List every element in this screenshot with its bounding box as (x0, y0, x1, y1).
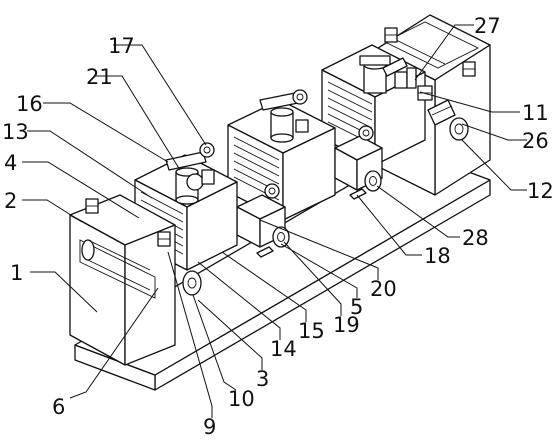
rear-bolt-right (462, 61, 476, 77)
callout-5: 5 (350, 295, 363, 319)
callout-19: 19 (333, 313, 360, 337)
callout-28: 28 (462, 226, 489, 250)
front-bolt-left (85, 198, 99, 214)
foot-18 (349, 188, 367, 200)
hand-wheel-12 (449, 117, 469, 141)
callout-2: 2 (4, 189, 17, 213)
callout-16: 16 (16, 92, 43, 116)
callout-11: 11 (522, 101, 549, 125)
callout-18: 18 (424, 244, 451, 268)
station-1-bracket (201, 169, 215, 185)
foot-5 (256, 246, 274, 258)
callout-14: 14 (270, 337, 297, 361)
callout-20: 20 (370, 277, 397, 301)
roller-box-right (334, 125, 383, 191)
station-2-bracket (295, 119, 309, 133)
callout-12: 12 (527, 179, 554, 203)
hand-wheel-28 (364, 170, 382, 192)
callout-3: 3 (256, 367, 269, 391)
station-2-cylinder (259, 91, 304, 143)
callout-27: 27 (474, 14, 501, 38)
callout-15: 15 (298, 319, 325, 343)
callout-26: 26 (522, 129, 549, 153)
hand-wheel-19 (272, 226, 290, 248)
callout-17: 17 (108, 34, 135, 58)
rear-bolt-left (384, 27, 398, 43)
leader-lines (22, 24, 527, 418)
callout-21: 21 (86, 65, 113, 89)
station-3-cylinder (359, 55, 408, 94)
callout-4: 4 (4, 151, 17, 175)
front-bolt-right (157, 231, 171, 247)
callout-9: 9 (203, 415, 216, 439)
rail-guide (427, 99, 456, 126)
station-2-nut (292, 89, 308, 105)
callout-13: 13 (2, 120, 29, 144)
station-3-motor (394, 67, 417, 89)
station-1-nut (199, 142, 215, 158)
hand-wheel-10 (182, 270, 202, 296)
callout-10: 10 (228, 387, 255, 411)
callout-6: 6 (52, 395, 65, 419)
callout-1: 1 (10, 261, 23, 285)
station-1-cylinder (165, 151, 207, 205)
